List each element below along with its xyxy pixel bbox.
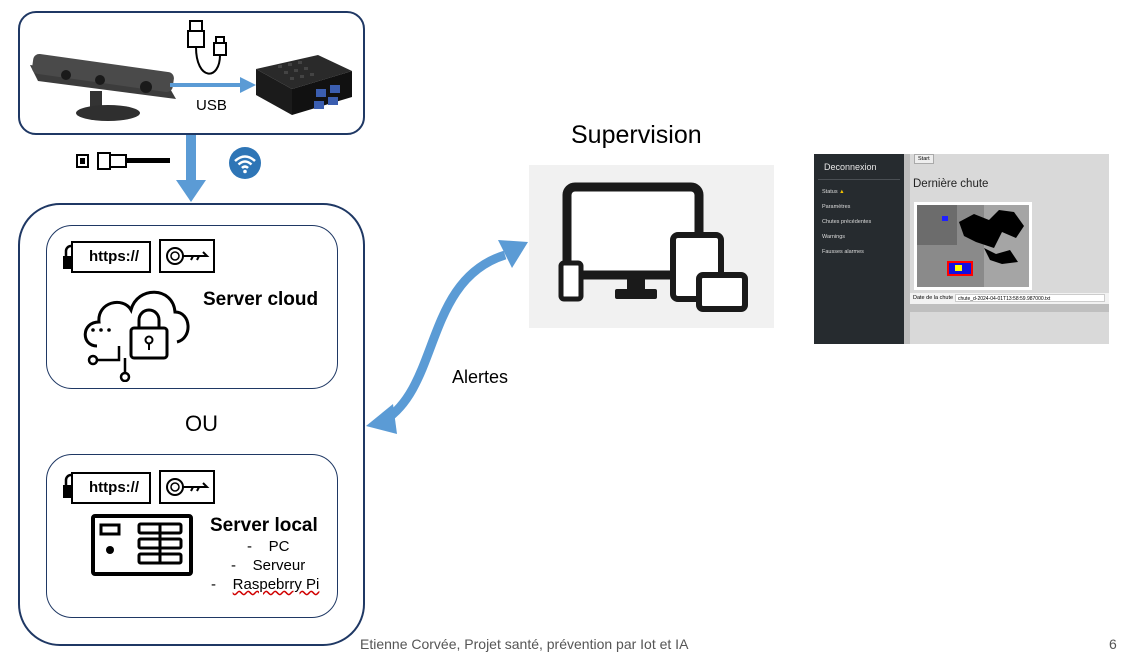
server-local-list-item: - PC: [247, 538, 290, 555]
app-sidebar: Deconnexion Status ▲ Paramètres Chutes p…: [814, 154, 904, 344]
down-arrow: [176, 134, 206, 202]
server-hardware-icon: [91, 514, 193, 576]
raspberry-pi-case-icon: [256, 55, 352, 115]
sidebar-item-fausses-alarmes[interactable]: Fausses alarmes: [822, 249, 864, 255]
date-value-field: chute_d-2024-04-01T13:58:59.987000.txt: [955, 294, 1105, 302]
server-cloud-panel: https:// Server cloud: [46, 225, 338, 389]
sidebar-divider: [818, 179, 900, 180]
page-number: 6: [1109, 636, 1117, 652]
footer-text: Etienne Corvée, Projet santé, prévention…: [360, 636, 689, 652]
app-main: Start Dernière chute Date de la chute ch…: [904, 154, 1109, 344]
server-local-panel: https:// Server local - PC - Serveur - R…: [46, 454, 338, 618]
usb-arrow: [170, 77, 256, 93]
app-screenshot: Deconnexion Status ▲ Paramètres Chutes p…: [814, 154, 1109, 344]
alerts-label: Alertes: [452, 367, 509, 387]
server-cloud-title: Server cloud: [203, 289, 319, 310]
key-icon: [166, 247, 210, 265]
https-label: https://: [89, 248, 139, 265]
key-box: [159, 470, 215, 504]
devices-icon: [558, 182, 748, 312]
last-fall-heading: Dernière chute: [913, 178, 989, 190]
sidebar-item-status[interactable]: Status ▲: [822, 189, 845, 195]
https-label: https://: [89, 479, 139, 496]
servers-box: https:// Server cloud OU: [18, 203, 365, 646]
panel-border: [904, 154, 910, 344]
supervision-title: Supervision: [571, 121, 702, 149]
sidebar-item-chutes[interactable]: Chutes précédentes: [822, 219, 872, 225]
usb-cable-icon: [187, 20, 227, 75]
ethernet-cable-icon: [76, 152, 170, 170]
https-badge: https://: [71, 472, 151, 504]
date-label: Date de la chute: [913, 295, 954, 301]
device-box: USB: [18, 11, 365, 135]
logout-link[interactable]: Deconnexion: [824, 162, 877, 172]
warning-icon: ▲: [839, 189, 845, 195]
depth-image: [917, 205, 1029, 287]
sidebar-item-parametres[interactable]: Paramètres: [822, 204, 851, 210]
server-local-list-item: - Serveur: [231, 557, 306, 574]
or-label: OU: [185, 411, 218, 436]
depth-camera-icon: [30, 53, 176, 121]
server-local-title: Server local: [210, 515, 318, 536]
key-box: [159, 239, 215, 273]
scrollbar[interactable]: [910, 304, 1109, 312]
start-button[interactable]: Start: [914, 154, 934, 164]
alerts-double-arrow: [366, 240, 528, 434]
cloud-lock-icon: [83, 290, 190, 382]
https-badge: https://: [71, 241, 151, 273]
server-local-list-item: - Raspebrry Pi: [211, 576, 320, 593]
usb-label: USB: [196, 97, 227, 114]
date-row: Date de la chute chute_d-2024-04-01T13:5…: [910, 293, 1109, 304]
key-icon: [166, 478, 210, 496]
fall-image-frame: [914, 202, 1032, 290]
sidebar-item-warnings[interactable]: Warnings: [822, 234, 846, 240]
wifi-icon: [229, 147, 261, 179]
supervision-devices-panel: [529, 165, 774, 328]
